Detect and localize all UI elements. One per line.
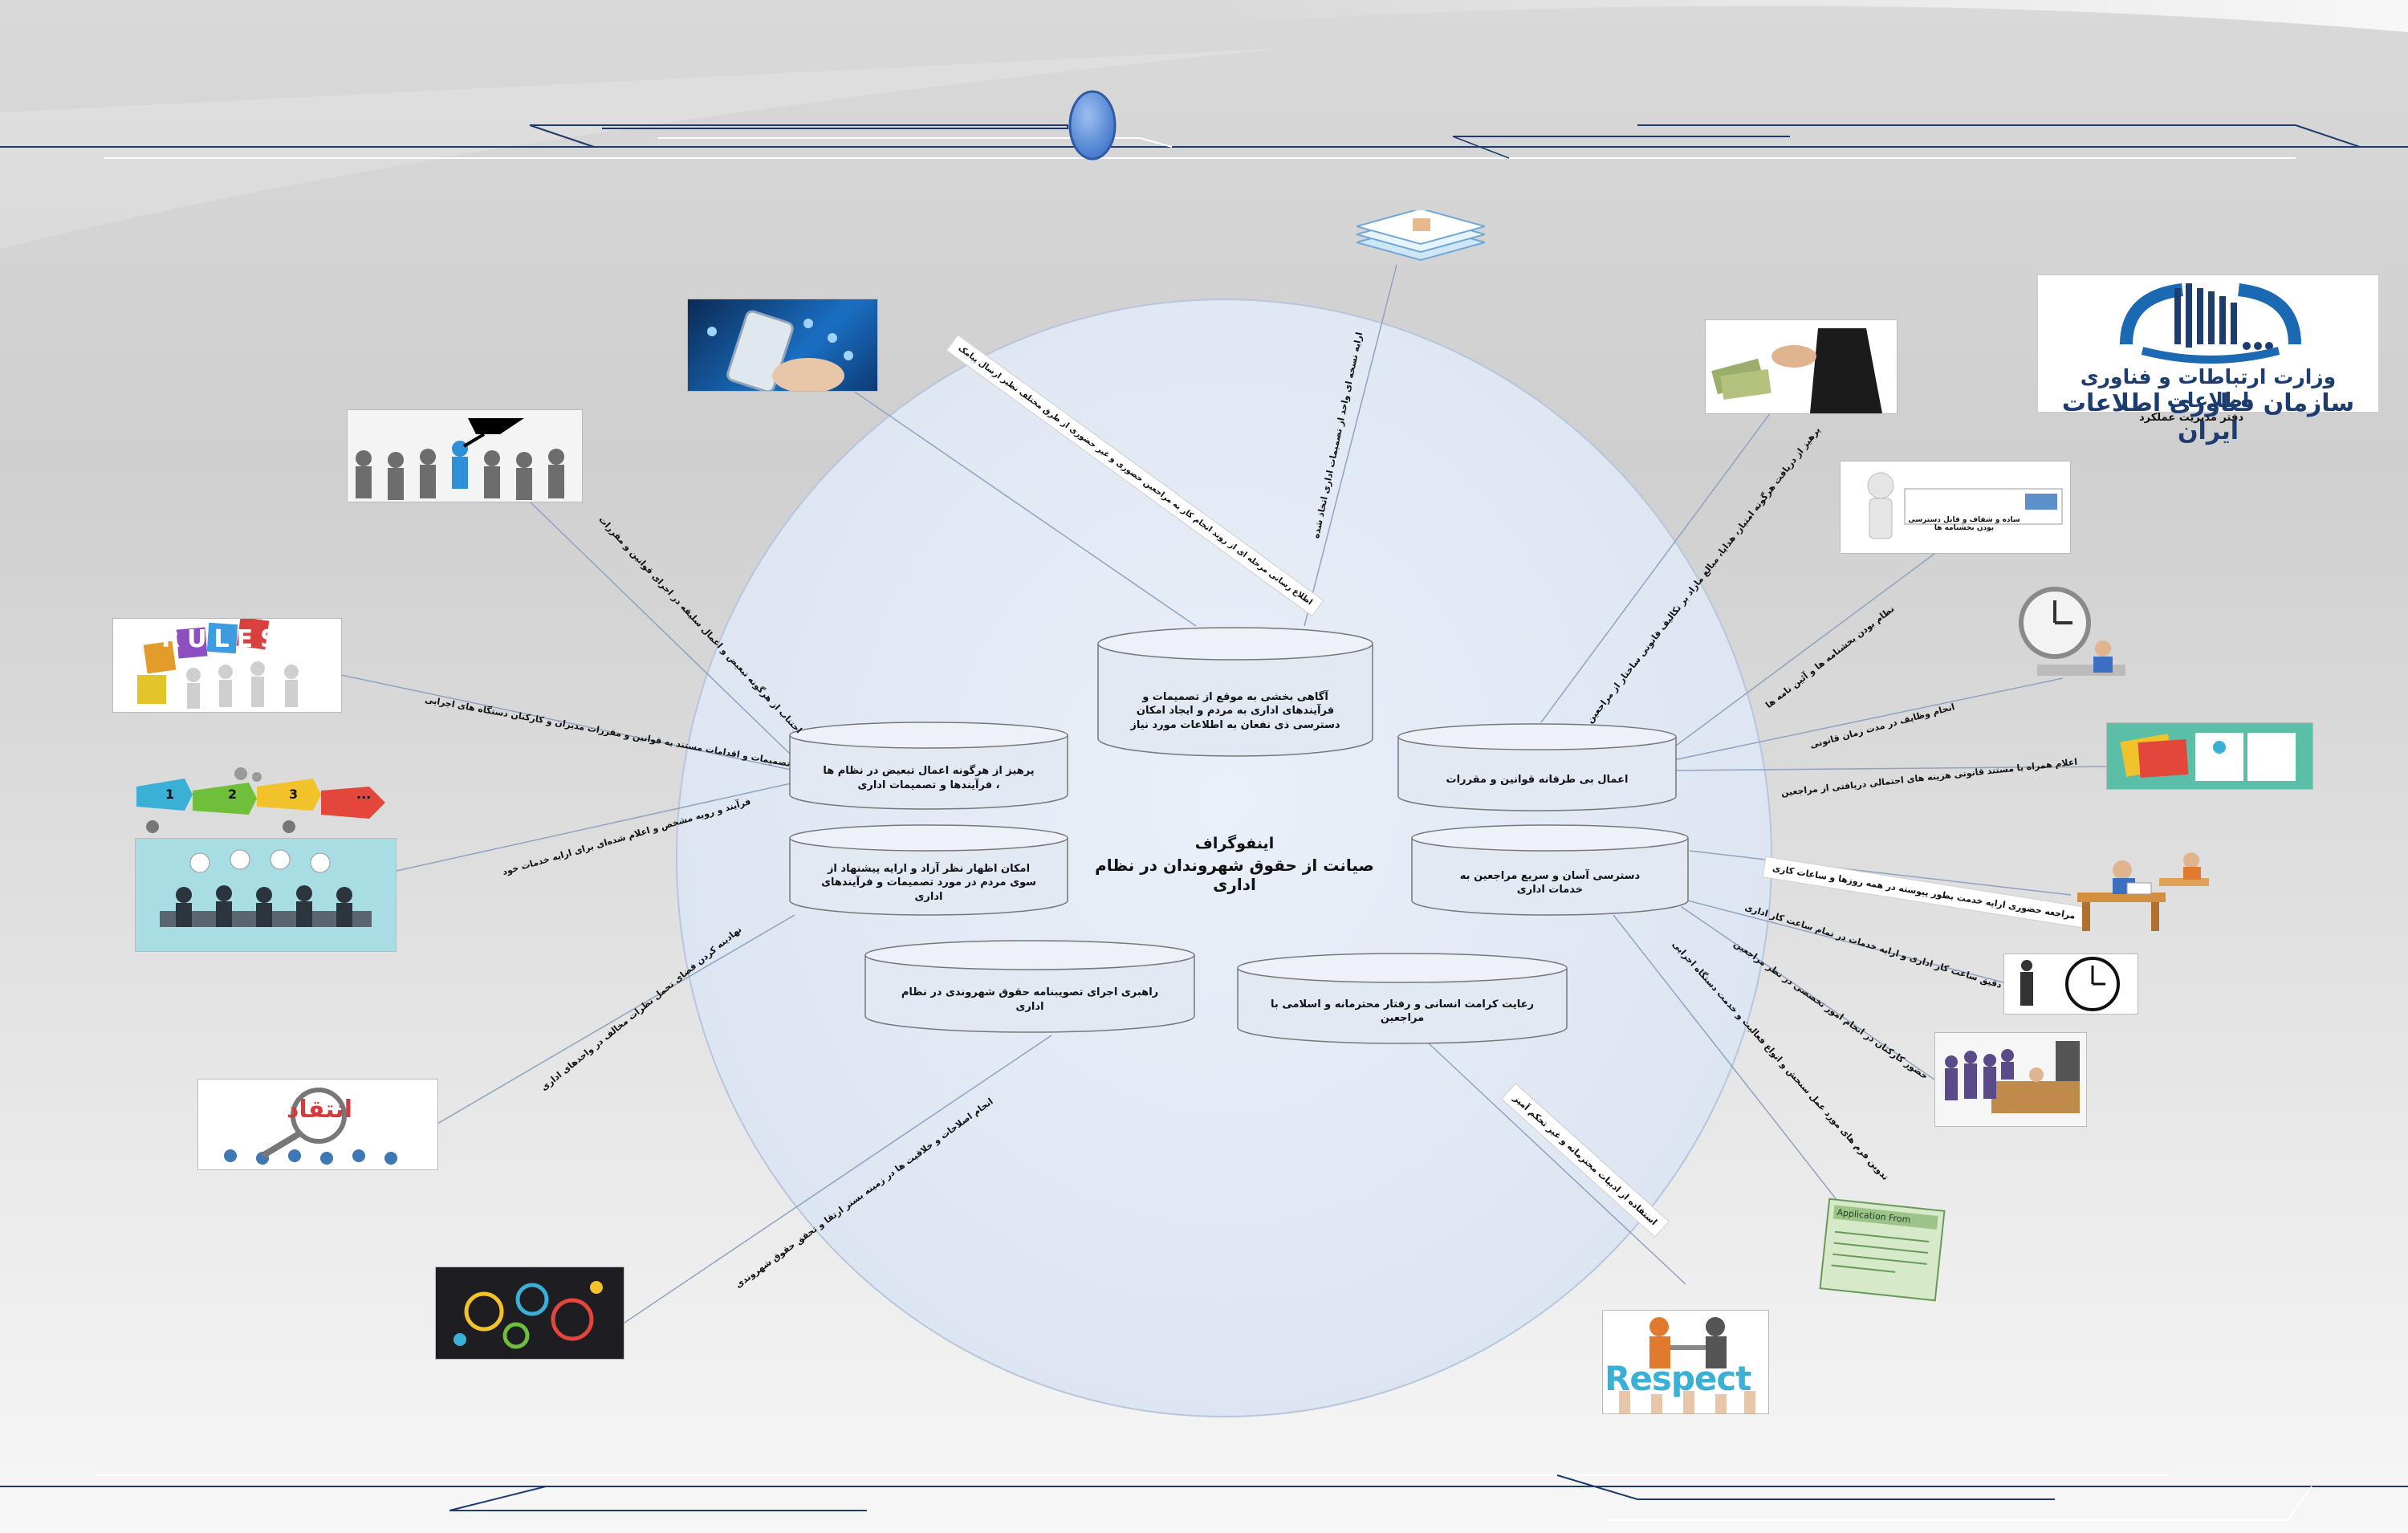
cylinder-easy-access: دسترسی آسان و سریع مراجعین به خدمات ادار… [1410,823,1690,917]
logo-organization-name: سازمان فناوری اطلاعات ایران [2061,389,2355,445]
cylinder-dignity: رعایت کرامت انسانی و رفتار محترمانه و اس… [1236,952,1568,1045]
ito-emblem-icon [2120,283,2301,364]
cylinder-easy-access-text: دسترسی آسان و سریع مراجعین به خدمات ادار… [1459,869,1641,897]
cylinder-charter-text: راهبری اجرای تصویبنامه حقوق شهروندی در ن… [901,986,1159,1013]
wall-clock-image [2003,954,2138,1015]
creative-brain-image [435,1267,624,1360]
cylinder-free-opinion: امکان اظهار نظر آزاد و ارایه پیشنهاد از … [788,823,1069,917]
desk-worker-icon [2077,852,2209,931]
cylinder-free-opinion-text: امکان اظهار نظر آزاد و ارایه پیشنهاد از … [821,862,1036,904]
cylinder-charter: راهبری اجرای تصویبنامه حقوق شهروندی در ن… [864,939,1196,1034]
person-sign-icon [1867,472,2063,539]
step-2: 2 [228,787,238,802]
rules-image: RULES [112,618,342,713]
meeting-image [135,838,397,952]
documents-icon [2120,733,2296,781]
cylinder-awareness-text: آگاهی بخشی به موقع از تصمیمات و فرآیندها… [1130,690,1340,732]
crowd-icon [356,418,564,500]
cylinder-lawful-conduct-text: اعمال بی طرفانه قوانین و مقررات [1446,773,1629,786]
step-4: ... [356,787,372,802]
cylinder-lawful-conduct: اعمال بی طرفانه قوانین و مقررات [1397,722,1678,812]
sign-text: ساده و شفاف و قابل دسترسی بودن بخشنامه ه… [1908,516,2020,532]
application-form-image: Application From [1819,1198,1946,1302]
respect-image: Respect [1602,1310,1769,1414]
cylinder-avoid-discrimination-text: پرهیز از هرگونه اعمال تبعیض در نظام ها ،… [823,765,1035,791]
center-title: اینفوگراف صیانت از حقوق شهروندان در نظام… [1082,835,1387,894]
logo-ministry-name: وزارت ارتباطات و فناوری اطلاعات [2080,365,2337,412]
ministry-logo: وزارت ارتباطات و فناوری اطلاعات سازمان ف… [2037,274,2379,445]
refusal-icon [1711,328,1882,413]
respect-word: Respect [1605,1359,1751,1398]
process-arrows-icon [136,767,385,833]
crowd-image [347,409,583,502]
office-meeting-image [1934,1032,2087,1127]
meeting-icon [160,849,372,927]
rules-word: RULES [161,625,285,653]
clock-person-icon [2019,587,2125,676]
top-node [1068,90,1117,161]
logo-department: دفتر مدیریت عملکرد [2138,412,2244,424]
wall-clock-icon [2020,957,2120,1011]
cylinder-avoid-discrimination: پرهیز از هرگونه اعمال تبعیض در نظام ها ،… [788,721,1069,811]
cylinder-awareness: آگاهی بخشی به موقع از تصمیمات و فرآیندها… [1096,626,1374,759]
stacked-documents-icon [1357,210,1485,262]
cylinder-dignity-text: رعایت کرامت انسانی و رفتار محترمانه و اس… [1271,998,1534,1025]
smartphone-icon [707,310,853,391]
center-title-line1: اینفوگراف [1194,835,1275,852]
critique-image: انتقاد [197,1079,438,1170]
sign-holder-image: ساده و شفاف و قابل دسترسی بودن بخشنامه ه… [1840,461,2071,554]
bribe-refusal-image [1705,319,1898,414]
step-1: 1 [165,787,175,802]
documents-image [2106,722,2313,790]
brain-gears-icon [454,1281,603,1349]
smartphone-image [687,299,878,392]
step-3: 3 [289,787,299,802]
left-swoosh [0,48,1284,249]
top-swoosh [1204,0,2408,32]
critique-word: انتقاد [287,1096,353,1124]
center-title-line2: صیانت از حقوق شهروندان در نظام اداری [1095,856,1374,894]
form-lines-icon [1831,1230,1930,1273]
office-meeting-icon [1945,1041,2080,1113]
